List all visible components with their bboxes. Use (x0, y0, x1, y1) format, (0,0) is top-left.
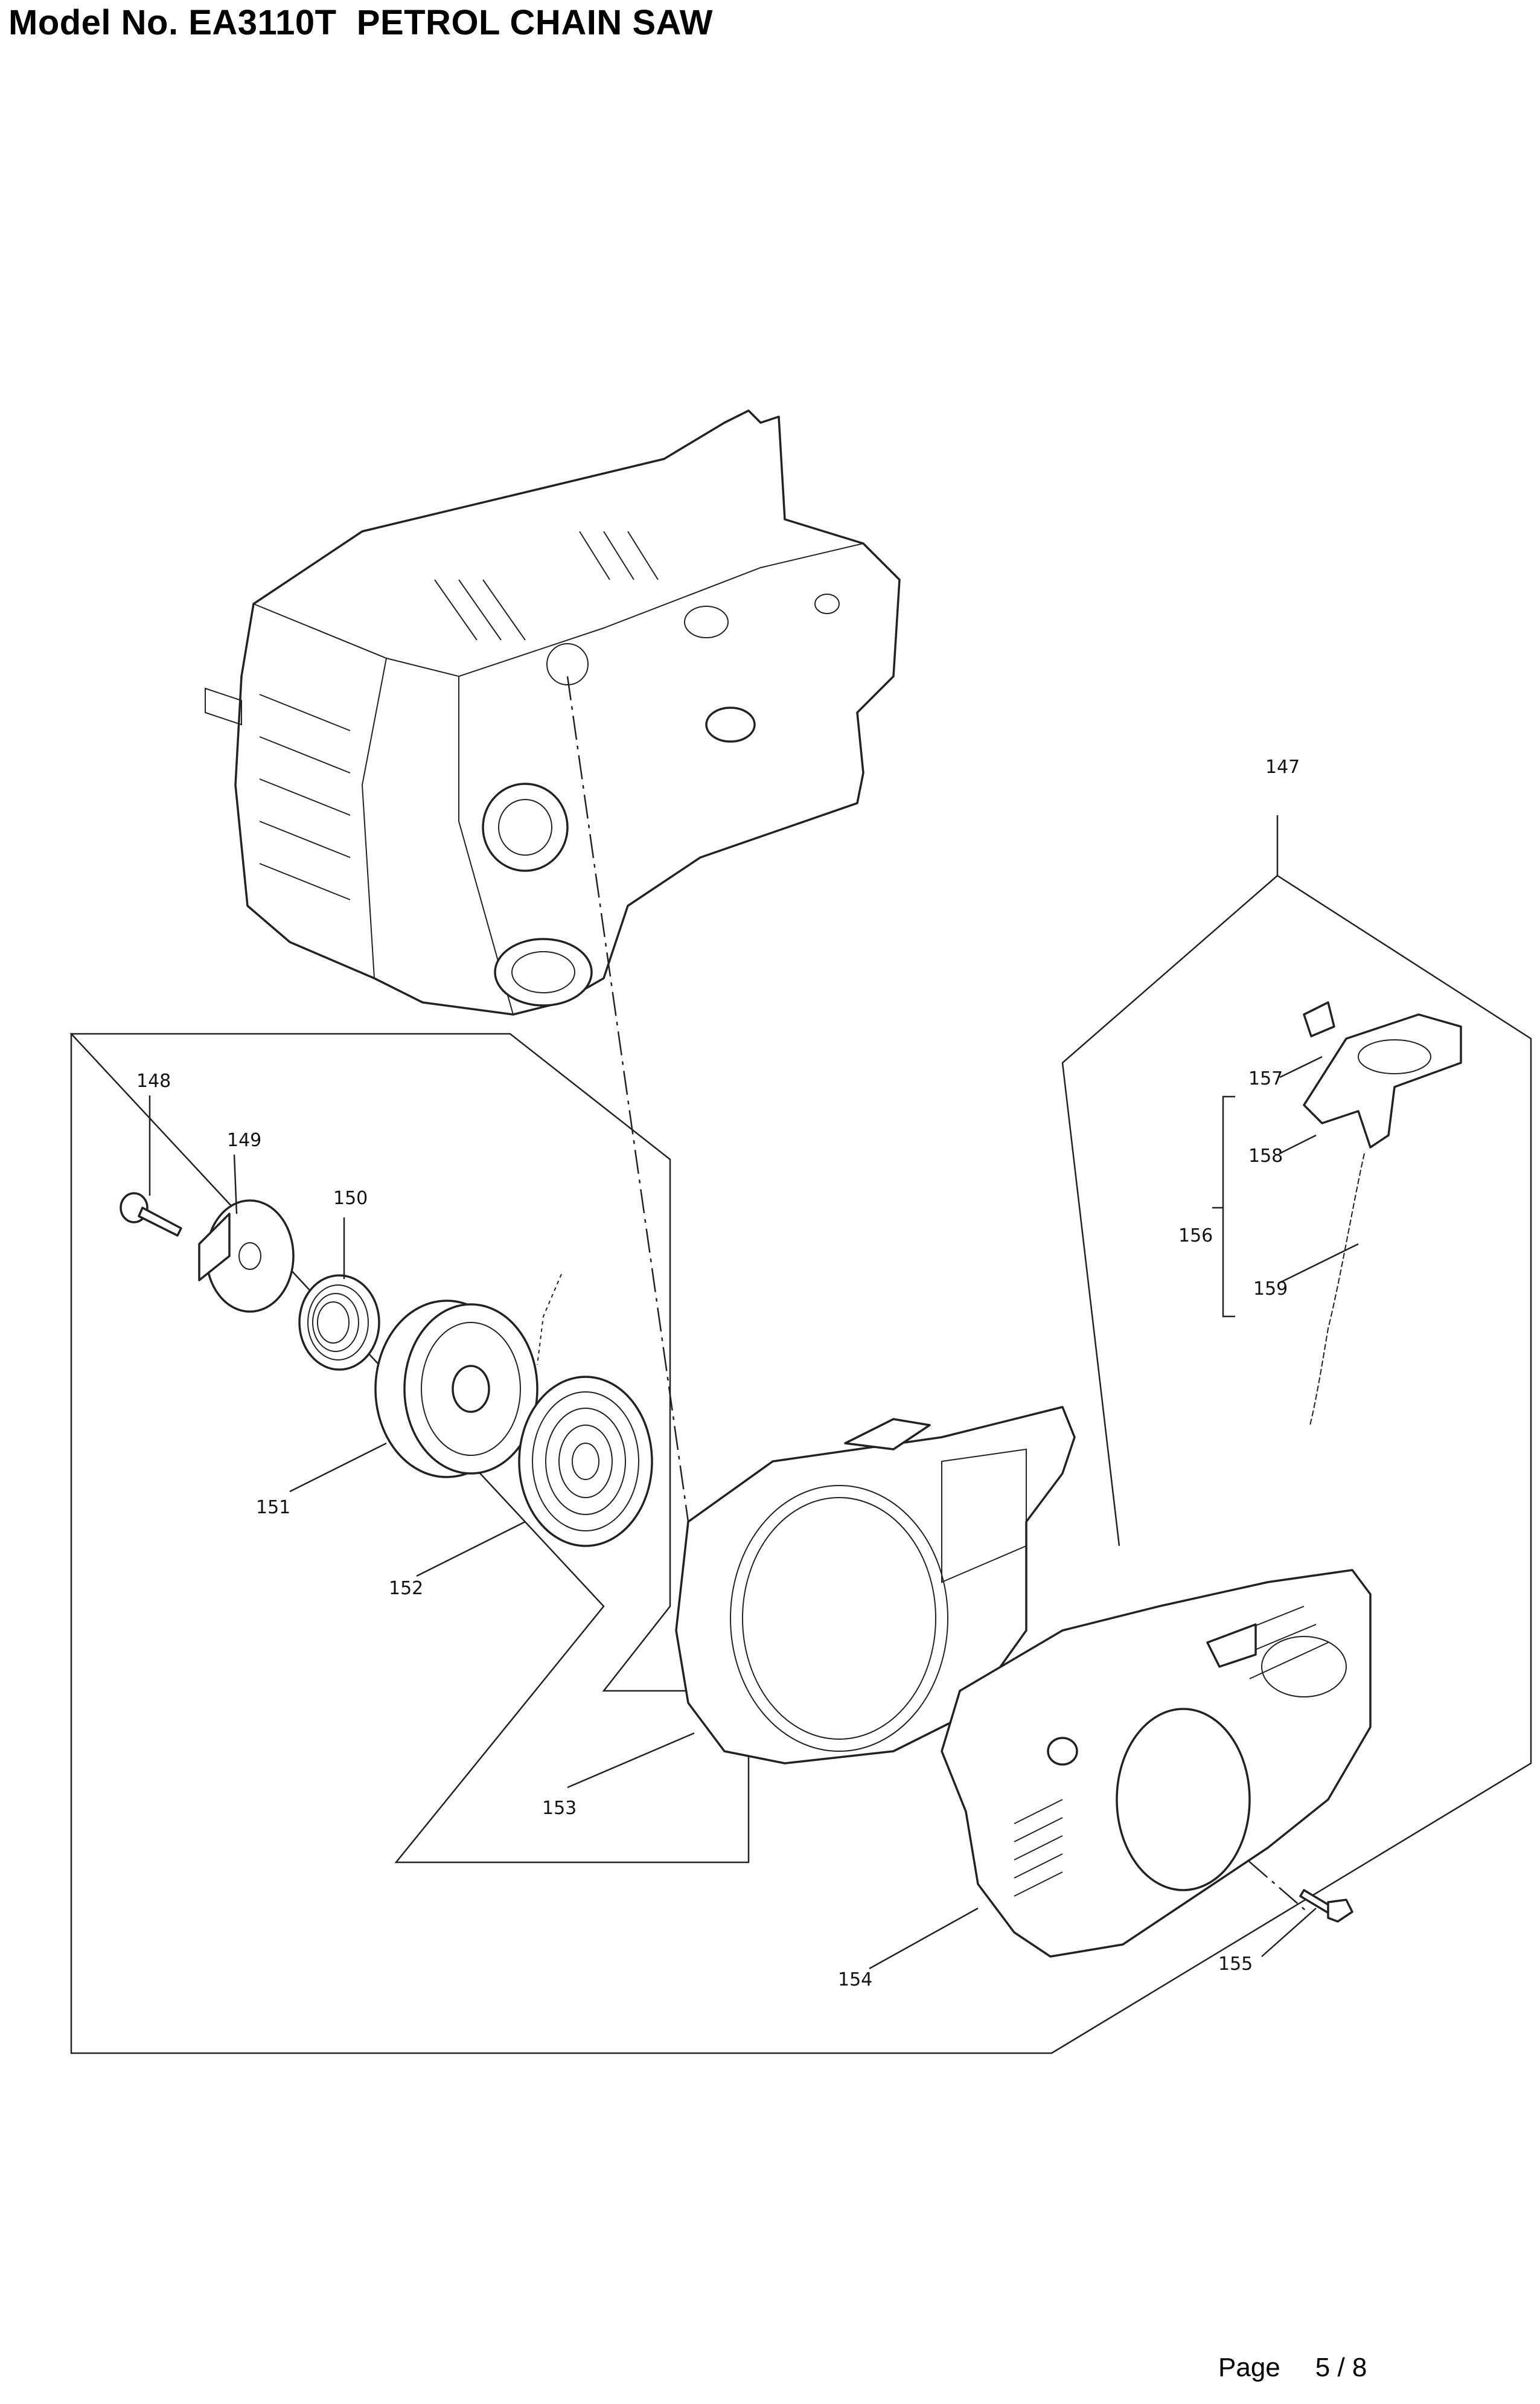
page-indicator: Page 5 / 8 (1218, 2353, 1367, 2383)
part-156-handle-assembly (1303, 1001, 1462, 1426)
callout-151: 151 (256, 1497, 290, 1518)
page-label: Page (1218, 2353, 1280, 2382)
callout-157: 157 (1248, 1068, 1283, 1089)
part-149-ratchet (198, 1199, 295, 1313)
callout-156: 156 (1178, 1225, 1213, 1246)
crankcase-housing (205, 409, 901, 1016)
callout-148: 148 (136, 1071, 171, 1092)
callout-159: 159 (1253, 1278, 1288, 1300)
callout-152: 152 (389, 1578, 423, 1599)
part-150-spring (298, 1274, 380, 1371)
bracket-156 (1222, 1095, 1235, 1318)
callout-158: 158 (1248, 1146, 1283, 1167)
part-152-recoil-spring (518, 1274, 653, 1547)
part-151-pulley (374, 1300, 538, 1478)
callout-154: 154 (838, 1969, 872, 1990)
part-155-screw (1299, 1889, 1353, 1923)
callout-155: 155 (1218, 1954, 1253, 1975)
callout-149: 149 (227, 1130, 261, 1151)
callout-153: 153 (542, 1798, 577, 1819)
assembly-147-outline (70, 874, 1532, 2054)
leader-lines (149, 815, 1359, 1970)
callout-147: 147 (1265, 757, 1300, 778)
part-154-starter-cover (941, 1569, 1372, 1958)
part-148-screw (120, 1192, 182, 1237)
callout-150: 150 (333, 1188, 368, 1209)
starter-group-outline (69, 1033, 750, 1864)
document-title: Model No. EA3110T PETROL CHAIN SAW (8, 3, 713, 42)
page-number: 5 / 8 (1315, 2353, 1367, 2382)
part-153-inner-cover (675, 1406, 1076, 1765)
